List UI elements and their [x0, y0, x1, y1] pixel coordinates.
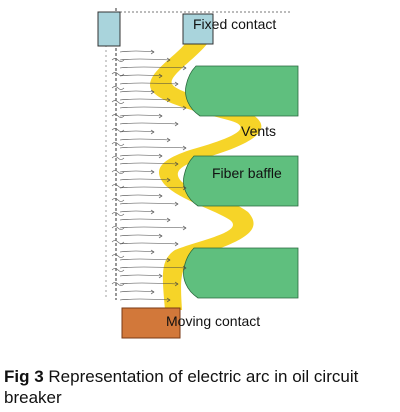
wall-squiggle: [111, 184, 125, 188]
wall-squiggle: [111, 226, 125, 230]
flow-arrowhead: [166, 137, 171, 143]
flow-arrowhead: [158, 233, 163, 239]
flow-arrowhead: [158, 73, 163, 79]
flow-arrowhead: [158, 273, 163, 279]
wall-squiggle: [111, 198, 125, 202]
flow-arrowhead: [166, 57, 171, 63]
flow-arrowhead: [174, 161, 179, 167]
flow-arrowhead: [182, 145, 187, 151]
wall-squiggle: [111, 86, 125, 90]
flow-arrowhead: [174, 121, 179, 127]
flow-line: [119, 98, 171, 101]
caption-text: Representation of electric arc in oil ci…: [4, 367, 359, 407]
wall-squiggle: [111, 254, 125, 258]
flow-line: [119, 130, 155, 133]
wall-squiggle: [111, 282, 125, 286]
flow-arrowhead: [158, 113, 163, 119]
figure-number: Fig 3: [4, 367, 44, 386]
flow-line: [119, 58, 171, 61]
flow-line: [119, 82, 179, 85]
flow-arrowhead: [166, 217, 171, 223]
flow-line: [119, 226, 187, 229]
wall-squiggle: [111, 212, 125, 216]
flow-arrowhead: [150, 289, 155, 295]
wall-squiggle: [111, 142, 125, 146]
flow-arrowhead: [158, 193, 163, 199]
flow-line: [119, 298, 171, 301]
flow-line: [119, 114, 163, 117]
flow-line: [119, 282, 179, 285]
wall-squiggle: [111, 170, 125, 174]
flow-line: [119, 122, 179, 125]
flow-arrowhead: [174, 81, 179, 87]
flow-arrowhead: [150, 249, 155, 255]
flow-line: [119, 90, 155, 93]
flow-arrowhead: [174, 201, 179, 207]
fixed-contact: [182, 13, 214, 45]
flow-line: [119, 146, 187, 149]
moving-contact-label: Moving contact: [166, 313, 261, 329]
flow-line: [119, 74, 163, 77]
flow-arrowhead: [182, 265, 187, 271]
oil-breaker-diagram: [97, 8, 299, 339]
wall-squiggle: [111, 114, 125, 118]
flow-line: [119, 234, 163, 237]
flow-line: [119, 202, 179, 205]
wall-squiggle: [111, 100, 125, 104]
flow-line: [119, 162, 179, 165]
flow-line: [119, 210, 155, 213]
flow-arrowhead: [174, 281, 179, 287]
figure-caption: Fig 3 Representation of electric arc in …: [4, 366, 396, 408]
fiber-baffle-label: Fiber baffle: [212, 165, 282, 181]
flow-arrowhead: [158, 153, 163, 159]
fiber-baffle-3: [183, 247, 299, 299]
flow-line: [119, 194, 163, 197]
left-housing: [97, 11, 121, 47]
flow-line: [119, 290, 155, 293]
flow-arrowhead: [150, 209, 155, 215]
flow-line: [119, 154, 163, 157]
flow-line: [119, 170, 155, 173]
wall-squiggle: [111, 156, 125, 160]
flow-line: [119, 274, 163, 277]
wall-squiggle: [111, 58, 125, 62]
flow-line: [119, 106, 187, 109]
flow-arrowhead: [150, 49, 155, 55]
oil-flow-lines: [111, 49, 187, 303]
fiber-baffle-2: [183, 155, 299, 207]
flow-arrowhead: [150, 129, 155, 135]
flow-line: [119, 218, 171, 221]
flow-arrowhead: [182, 105, 187, 111]
flow-arrowhead: [166, 177, 171, 183]
flow-line: [119, 250, 155, 253]
flow-arrowhead: [174, 241, 179, 247]
flow-arrowhead: [150, 169, 155, 175]
fixed-contact-label: Fixed contact: [193, 16, 277, 32]
wall-squiggle: [111, 268, 125, 272]
flow-line: [119, 66, 187, 69]
wall-squiggle: [111, 72, 125, 76]
flow-arrowhead: [182, 225, 187, 231]
wall-squiggle: [111, 128, 125, 132]
flow-line: [119, 242, 179, 245]
flow-line: [119, 50, 155, 53]
flow-line: [119, 178, 171, 181]
flow-arrowhead: [166, 257, 171, 263]
flow-arrowhead: [166, 297, 171, 303]
flow-line: [119, 266, 187, 269]
flow-arrowhead: [182, 65, 187, 71]
moving-contact: [121, 307, 181, 339]
flow-arrowhead: [182, 185, 187, 191]
flow-arrowhead: [150, 89, 155, 95]
flow-line: [119, 186, 187, 189]
flow-arrowhead: [166, 97, 171, 103]
vents-label: Vents: [241, 123, 277, 139]
fiber-baffle-1: [185, 65, 299, 117]
flow-line: [119, 258, 171, 261]
wall-squiggle: [111, 240, 125, 244]
flow-line: [119, 138, 171, 141]
